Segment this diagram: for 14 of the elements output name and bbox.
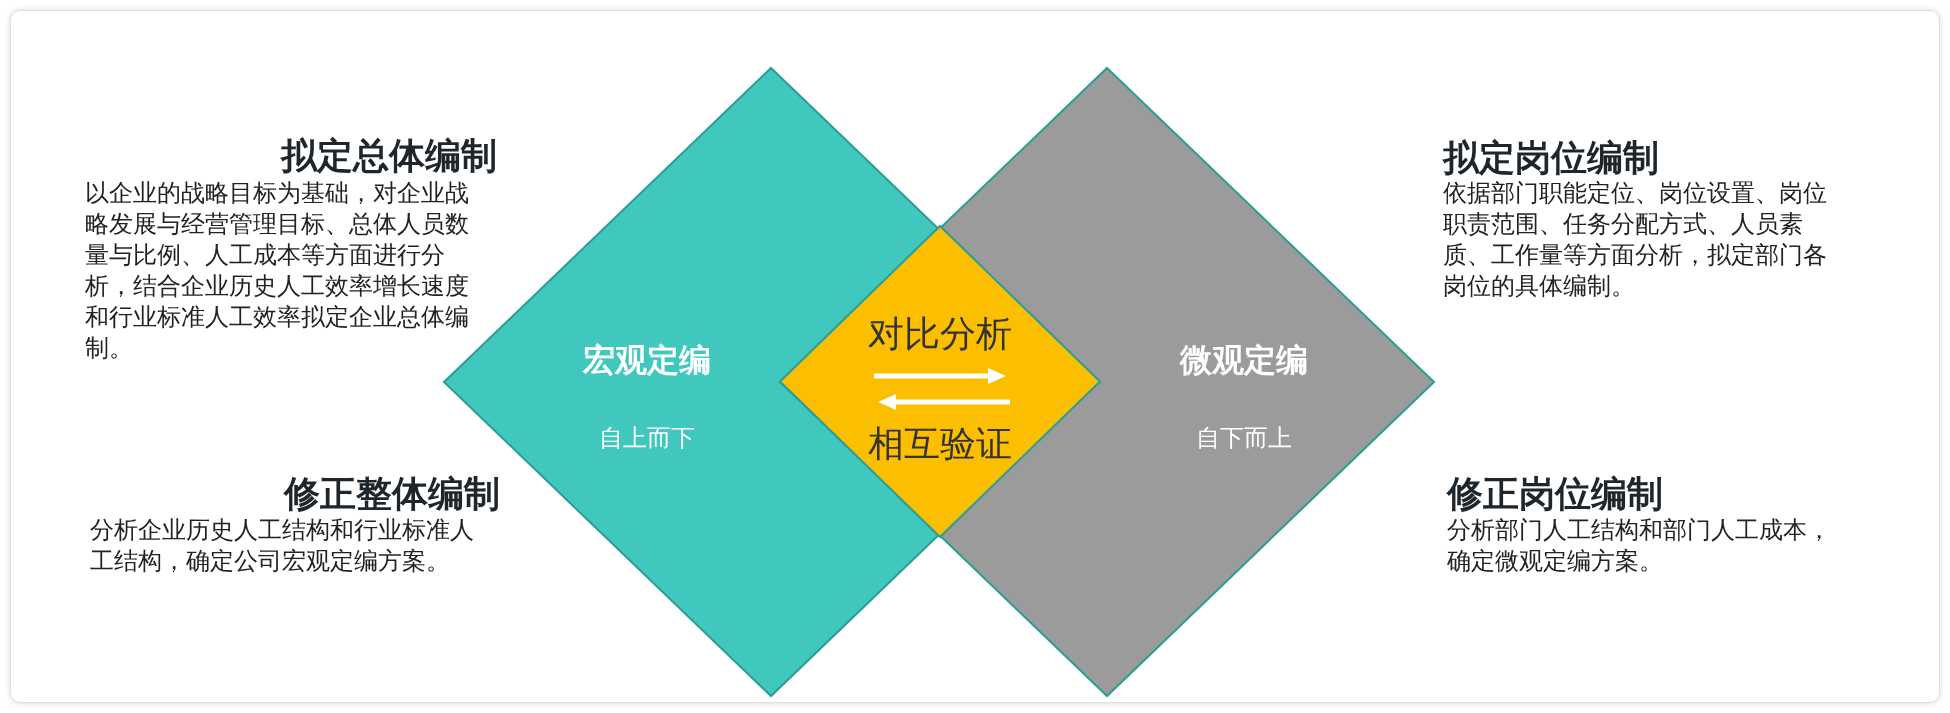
section-heading: 拟定总体编制: [281, 134, 497, 178]
description-text: 以企业的战略目标为基础，对企业战略发展与经营管理目标、总体人员数量与比例、人工成本等方面进行分析，结合企业历史人工效率增长速度和行业标准人工效率拟定企业总体编制。: [85, 178, 470, 364]
node-title: 对比分析: [868, 311, 1012, 356]
section-heading: 拟定岗位编制: [1443, 136, 1659, 180]
section-heading: 修正整体编制: [284, 472, 500, 516]
description-text: 分析企业历史人工结构和行业标准人工结构，确定公司宏观定编方案。: [90, 515, 475, 577]
description-text: 依据部门职能定位、岗位设置、岗位职责范围、任务分配方式、人员素质、工作量等方面分析，拟定部门各岗位的具体编制。: [1443, 178, 1828, 302]
description-text: 分析部门人工结构和部门人工成本，确定微观定编方案。: [1447, 515, 1832, 577]
node-title: 微观定编: [1180, 340, 1308, 381]
node-title: 宏观定编: [583, 340, 711, 381]
node-subtitle: 自上而下: [599, 423, 695, 454]
node-subtitle: 相互验证: [868, 421, 1012, 466]
section-heading: 修正岗位编制: [1447, 472, 1663, 516]
node-subtitle: 自下而上: [1196, 423, 1292, 454]
